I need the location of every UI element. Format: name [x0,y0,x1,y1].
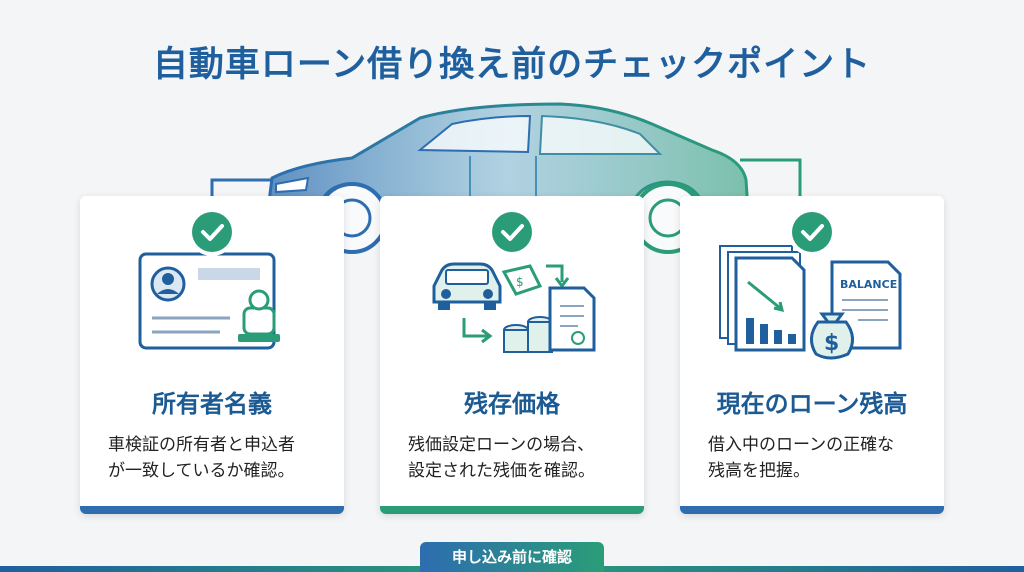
balance-label: BALANCE [840,278,897,291]
page-title: 自動車ローン借り換え前のチェックポイント [152,45,872,85]
card-accent-bar [380,506,644,514]
card-title: 残存価格 [464,390,560,418]
check-icon [192,212,232,252]
card-description: 残価設定ローンの場合、 設定された残価を確認。 [408,432,628,484]
card-accent-bar [80,506,344,514]
svg-text:$: $ [824,331,839,356]
card-desc-line: 残価設定ローンの場合、 [408,435,595,455]
car-window-rear [538,114,663,155]
loan-balance-icon: BALANCE $ [719,245,902,360]
card-accent-bar [680,506,944,514]
residual-value-flow-icon: $ [432,262,596,353]
card-desc-line: 残高を把握。 [708,461,810,481]
card-title: 所有者名義 [152,390,272,418]
card-title: 現在のローン残高 [716,390,908,418]
check-icon [492,212,532,252]
card-desc-line: 借入中のローンの正確な [708,435,895,455]
card-desc-line: が一致しているか確認。 [108,461,295,481]
card-description: 借入中のローンの正確な 残高を把握。 [708,432,928,484]
footer-label: 申し込み前に確認 [420,542,604,572]
card-description: 車検証の所有者と申込者 が一致しているか確認。 [108,432,328,484]
vehicle-registration-icon [138,252,280,350]
check-icon [792,212,832,252]
card-desc-line: 車検証の所有者と申込者 [108,435,295,455]
svg-text:$: $ [516,275,524,289]
card-desc-line: 設定された残価を確認。 [408,461,595,481]
car-window-front [417,114,532,154]
